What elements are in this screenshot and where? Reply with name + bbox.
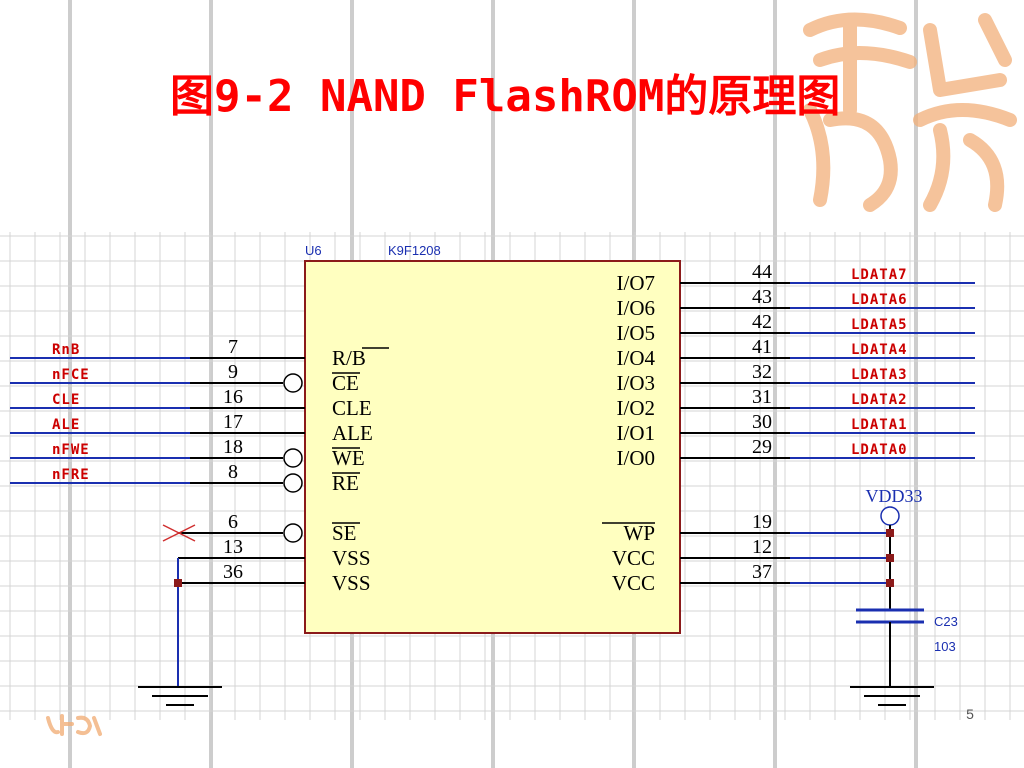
vdd-junction-dot (886, 579, 894, 587)
right-pin-2-name: I/O5 (617, 321, 656, 345)
left-pin-7-number: 13 (223, 536, 243, 558)
right-pin-10-number: 37 (752, 561, 772, 583)
left-pin-3-name: ALE (332, 421, 373, 445)
left-pin-1-number: 9 (228, 361, 238, 383)
footer-logo-icon (46, 714, 102, 736)
capacitor-designator: C23 (934, 614, 958, 629)
left-pin-8-number: 36 (223, 561, 243, 583)
left-pin-8-name: VSS (332, 571, 371, 595)
right-pin-3-net-label: LDATA4 (851, 342, 908, 358)
right-pin-6-net-label: LDATA1 (851, 417, 908, 433)
capacitor-value: 103 (934, 639, 956, 654)
right-pin-5-name: I/O2 (617, 396, 656, 420)
left-pin-1-net-label: nFCE (52, 367, 90, 383)
right-pin-6-number: 30 (752, 411, 772, 433)
left-junction-dot (174, 579, 182, 587)
left-pin-4-name: WE (332, 446, 365, 470)
left-pin-0-name: R/B (332, 346, 366, 370)
right-pin-4-number: 32 (752, 361, 772, 383)
left-pin-6-name: SE (332, 521, 357, 545)
left-pin-0-net-label: RnB (52, 342, 80, 358)
left-pin-6-inversion-bubble (283, 523, 303, 543)
slide-title: 图9-2 NAND FlashROM的原理图 (170, 71, 841, 122)
left-pin-6-number: 6 (228, 511, 238, 533)
no-connect-marker-line (162, 524, 196, 542)
power-net-label: VDD33 (866, 486, 923, 506)
left-pin-3-net-label: ALE (52, 417, 80, 433)
chip-body (304, 260, 681, 634)
schematic-grid (0, 232, 1024, 720)
page-number: 5 (966, 706, 974, 722)
left-pin-2-number: 16 (223, 386, 243, 408)
right-pin-2-net-label: LDATA5 (851, 317, 908, 333)
right-pin-3-number: 41 (752, 336, 772, 358)
chip-designator: U6 (305, 243, 322, 258)
right-pin-9-number: 12 (752, 536, 772, 558)
left-pin-2-net-label: CLE (52, 392, 80, 408)
left-pin-3-number: 17 (223, 411, 243, 433)
left-pin-4-inversion-bubble (283, 448, 303, 468)
left-pin-7-name: VSS (332, 546, 371, 570)
right-pin-7-number: 29 (752, 436, 772, 458)
right-pin-1-net-label: LDATA6 (851, 292, 908, 308)
right-pin-2-number: 42 (752, 311, 772, 333)
left-pin-5-name: RE (332, 471, 359, 495)
right-pin-1-number: 43 (752, 286, 772, 308)
vdd-junction-dot (886, 554, 894, 562)
decorative-calligraphy-icon (803, 12, 1017, 212)
right-pin-6-name: I/O1 (617, 421, 656, 445)
left-pin-5-net-label: nFRE (52, 467, 90, 483)
left-pin-4-net-label: nFWE (52, 442, 90, 458)
left-pin-4-number: 18 (223, 436, 243, 458)
right-pin-4-name: I/O3 (617, 371, 656, 395)
chip-part-number: K9F1208 (388, 243, 441, 258)
right-pin-0-name: I/O7 (617, 271, 656, 295)
left-pin-1-inversion-bubble (283, 373, 303, 393)
right-pin-4-net-label: LDATA3 (851, 367, 908, 383)
right-pin-7-name: I/O0 (617, 446, 656, 470)
right-pin-10-name: VCC (612, 571, 655, 595)
right-pin-0-net-label: LDATA7 (851, 267, 908, 283)
vdd-junction-dot (886, 529, 894, 537)
right-pin-1-name: I/O6 (617, 296, 656, 320)
right-pin-5-net-label: LDATA2 (851, 392, 908, 408)
power-port-symbol (880, 506, 900, 526)
left-pin-5-inversion-bubble (283, 473, 303, 493)
right-pin-5-number: 31 (752, 386, 772, 408)
left-pin-0-number: 7 (228, 336, 238, 358)
right-pin-0-number: 44 (752, 261, 772, 283)
right-pin-7-net-label: LDATA0 (851, 442, 908, 458)
left-pin-5-number: 8 (228, 461, 238, 483)
right-pin-8-name: WP (624, 521, 656, 545)
right-pin-8-number: 19 (752, 511, 772, 533)
right-pin-3-name: I/O4 (617, 346, 656, 370)
left-pin-1-name: CE (332, 371, 359, 395)
right-pin-9-name: VCC (612, 546, 655, 570)
left-pin-2-name: CLE (332, 396, 372, 420)
